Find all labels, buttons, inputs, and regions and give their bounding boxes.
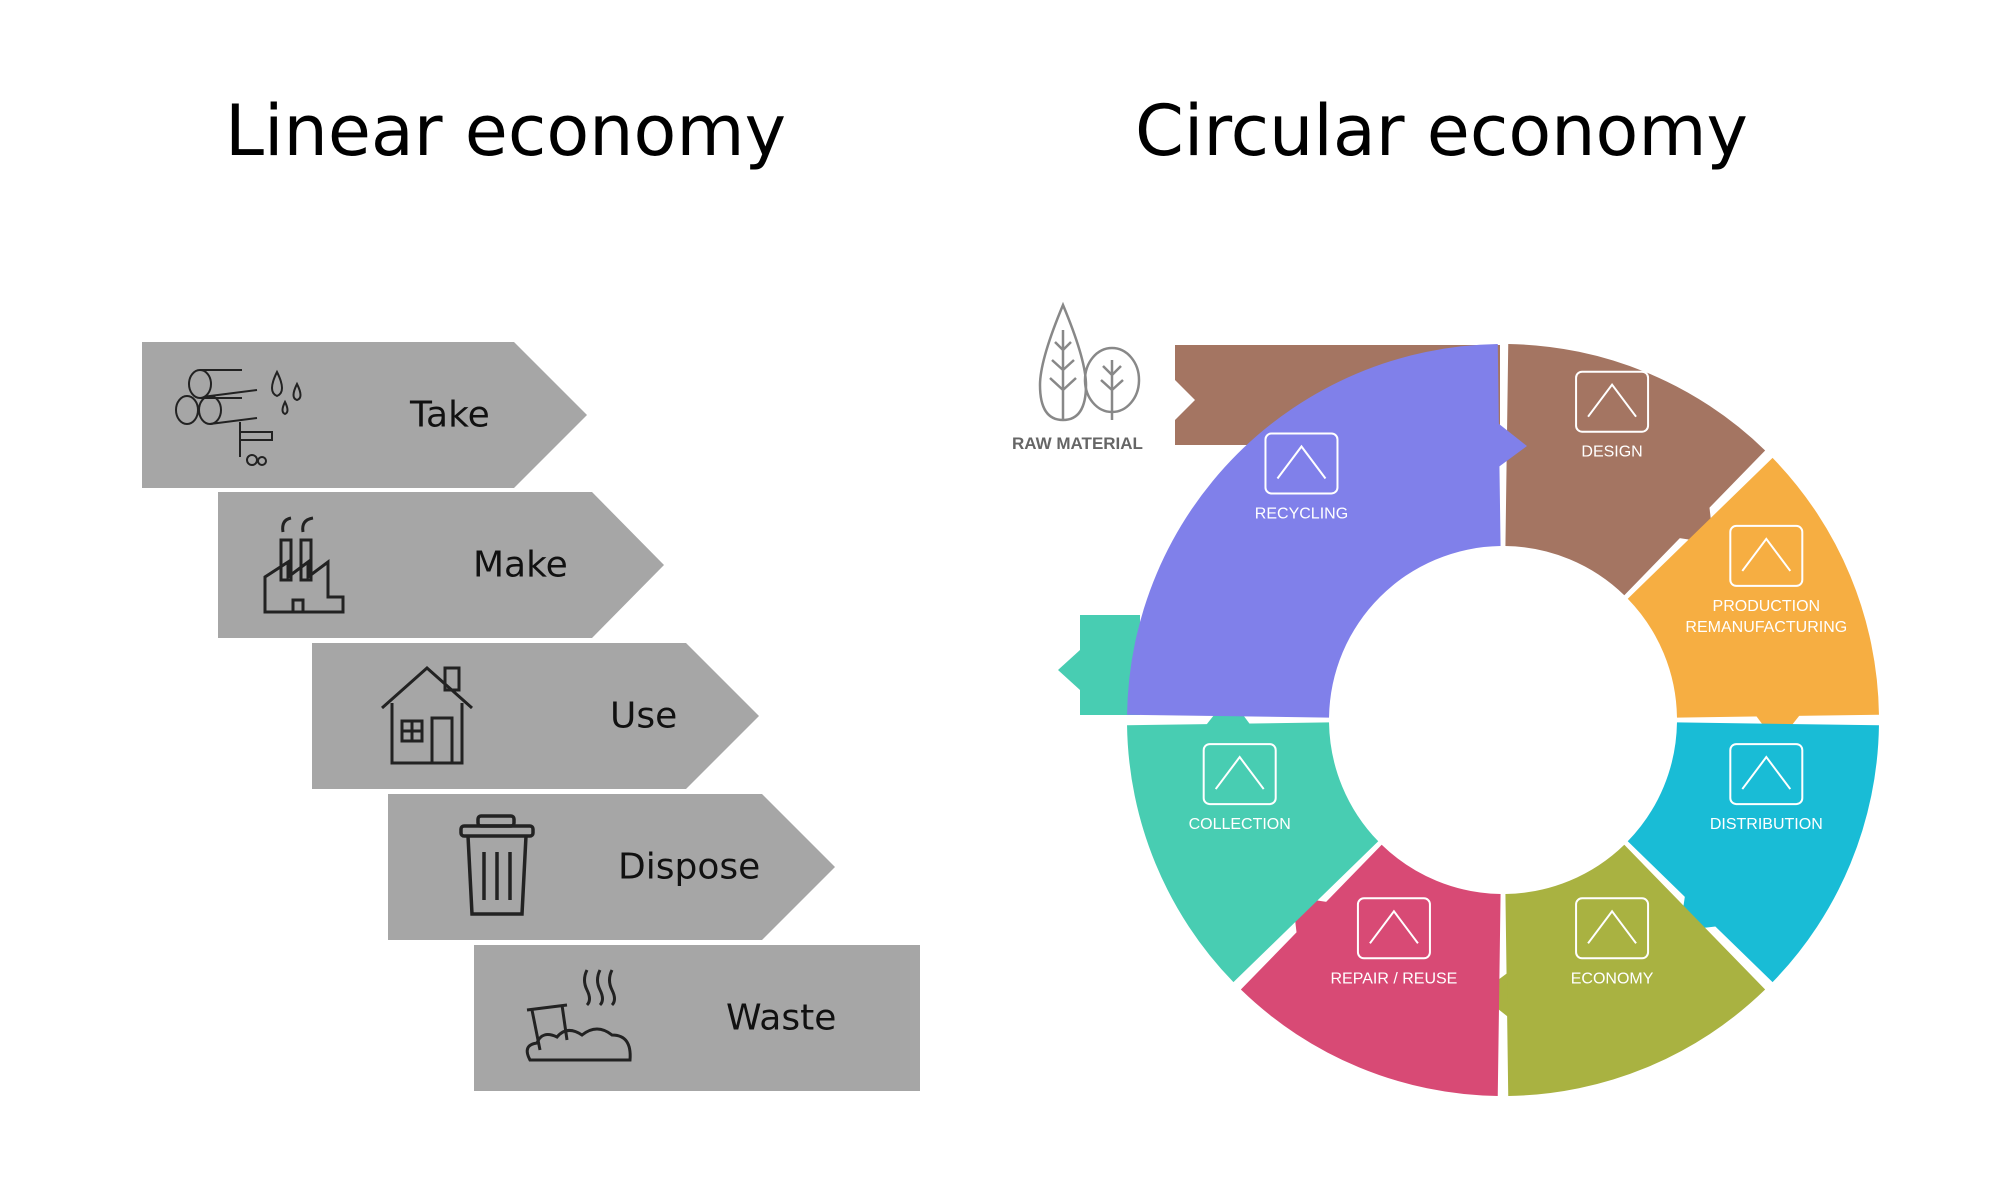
step-dispose: Dispose <box>388 794 835 940</box>
segment-design <box>1505 344 1766 596</box>
trash-can-icon <box>459 814 535 916</box>
segment-label: COLLECTION <box>1189 816 1291 833</box>
garbage-pile-icon <box>525 969 632 1062</box>
segment-arrow-tip <box>1497 423 1527 468</box>
pencil-ruler-icon <box>1575 370 1650 433</box>
step-take: Take <box>142 342 587 488</box>
raw-resources-icon <box>175 369 302 466</box>
step-label: Waste <box>726 997 837 1039</box>
recycle-icon <box>1264 432 1339 495</box>
segment-recycling <box>1127 344 1501 718</box>
raw-material-label: RAW MATERIAL <box>1012 434 1143 453</box>
step-use: Use <box>312 643 759 789</box>
box-chart-icon <box>1575 897 1650 960</box>
step-make: Make <box>218 492 664 638</box>
segment-label: ECONOMY <box>1571 970 1654 987</box>
segment-distribution <box>1627 722 1879 983</box>
segment-label: DISTRIBUTION <box>1710 816 1823 833</box>
trees-icon <box>1038 301 1141 422</box>
segment-collection <box>1127 722 1379 983</box>
cycle-ring: DESIGN PRODUCTION REMANUFACTURING DISTRIBUT… <box>1127 344 1879 1096</box>
house-icon <box>381 665 473 765</box>
segment-label-line2: REMANUFACTURING <box>1685 619 1847 636</box>
linear-economy-title: Linear economy <box>225 90 786 172</box>
factory-icon <box>263 516 345 614</box>
wrench-screwdriver-icon <box>1356 897 1431 960</box>
segment-production <box>1627 457 1879 718</box>
factory-icon <box>1729 524 1804 587</box>
segment-label: DESIGN <box>1581 444 1642 461</box>
recycle-bins-icon <box>1202 743 1277 806</box>
step-label: Make <box>473 544 568 586</box>
circular-economy-title: Circular economy <box>1135 90 1748 172</box>
step-label: Take <box>410 394 490 436</box>
truck-icon <box>1729 743 1804 806</box>
segment-label: RECYCLING <box>1255 505 1348 522</box>
step-waste: Waste <box>474 945 920 1091</box>
step-label: Dispose <box>618 846 761 888</box>
segment-label: PRODUCTION <box>1713 598 1821 615</box>
segment-economy <box>1505 844 1766 1096</box>
step-label: Use <box>610 695 678 737</box>
segment-label: REPAIR / REUSE <box>1331 970 1458 987</box>
collection-output-tab <box>1050 615 1140 715</box>
segment-repair-reuse <box>1240 844 1501 1096</box>
